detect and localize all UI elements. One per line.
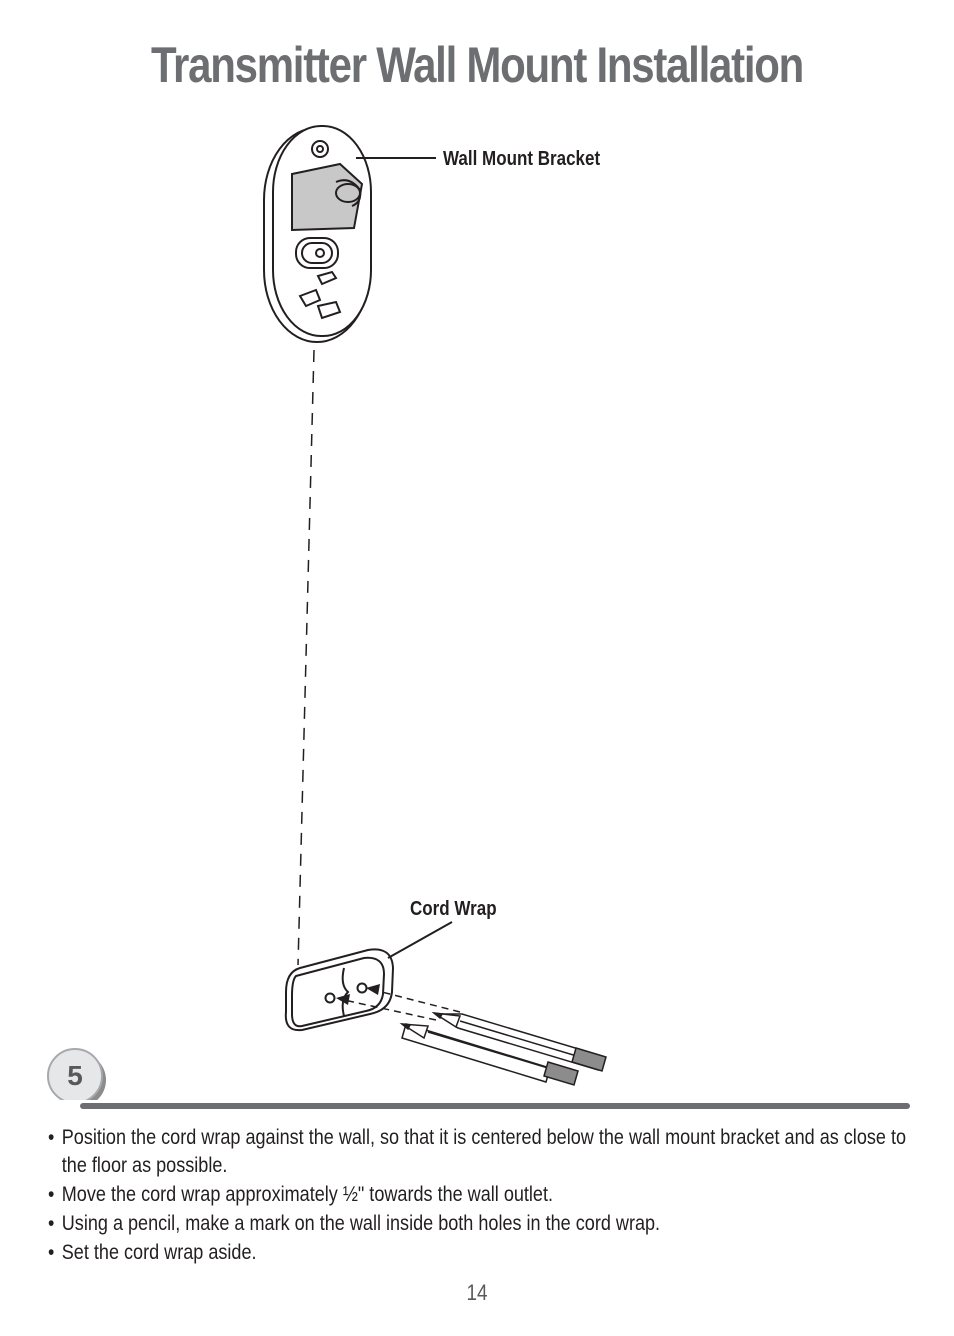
cord-wrap-leader (387, 921, 453, 959)
page-number: 14 (466, 1280, 488, 1305)
page-title: Transmitter Wall Mount Installation (150, 37, 804, 93)
wall-mount-bracket-drawing (263, 125, 372, 343)
step-badge-shape (47, 1048, 106, 1100)
instruction-item: Set the cord wrap aside. (48, 1239, 930, 1267)
step-number: 5 (67, 1060, 83, 1091)
instruction-item: Using a pencil, make a mark on the wall … (48, 1210, 930, 1238)
pencil-drawing-upper (431, 1011, 607, 1072)
installation-illustration (47, 125, 607, 1100)
alignment-dashed-line (297, 349, 315, 966)
pencil-drawing-lower (399, 1022, 579, 1086)
pencil-arrows (336, 984, 461, 1021)
instruction-item: Move the cord wrap approximately ½" towa… (48, 1181, 930, 1209)
cord-wrap-drawing (284, 948, 395, 1032)
step-divider (80, 1103, 910, 1109)
instruction-list: Position the cord wrap against the wall,… (48, 1124, 918, 1268)
wall-mount-bracket-label: Wall Mount Bracket (443, 148, 601, 170)
instruction-item: Position the cord wrap against the wall,… (48, 1124, 930, 1180)
cord-wrap-label: Cord Wrap (410, 898, 497, 920)
